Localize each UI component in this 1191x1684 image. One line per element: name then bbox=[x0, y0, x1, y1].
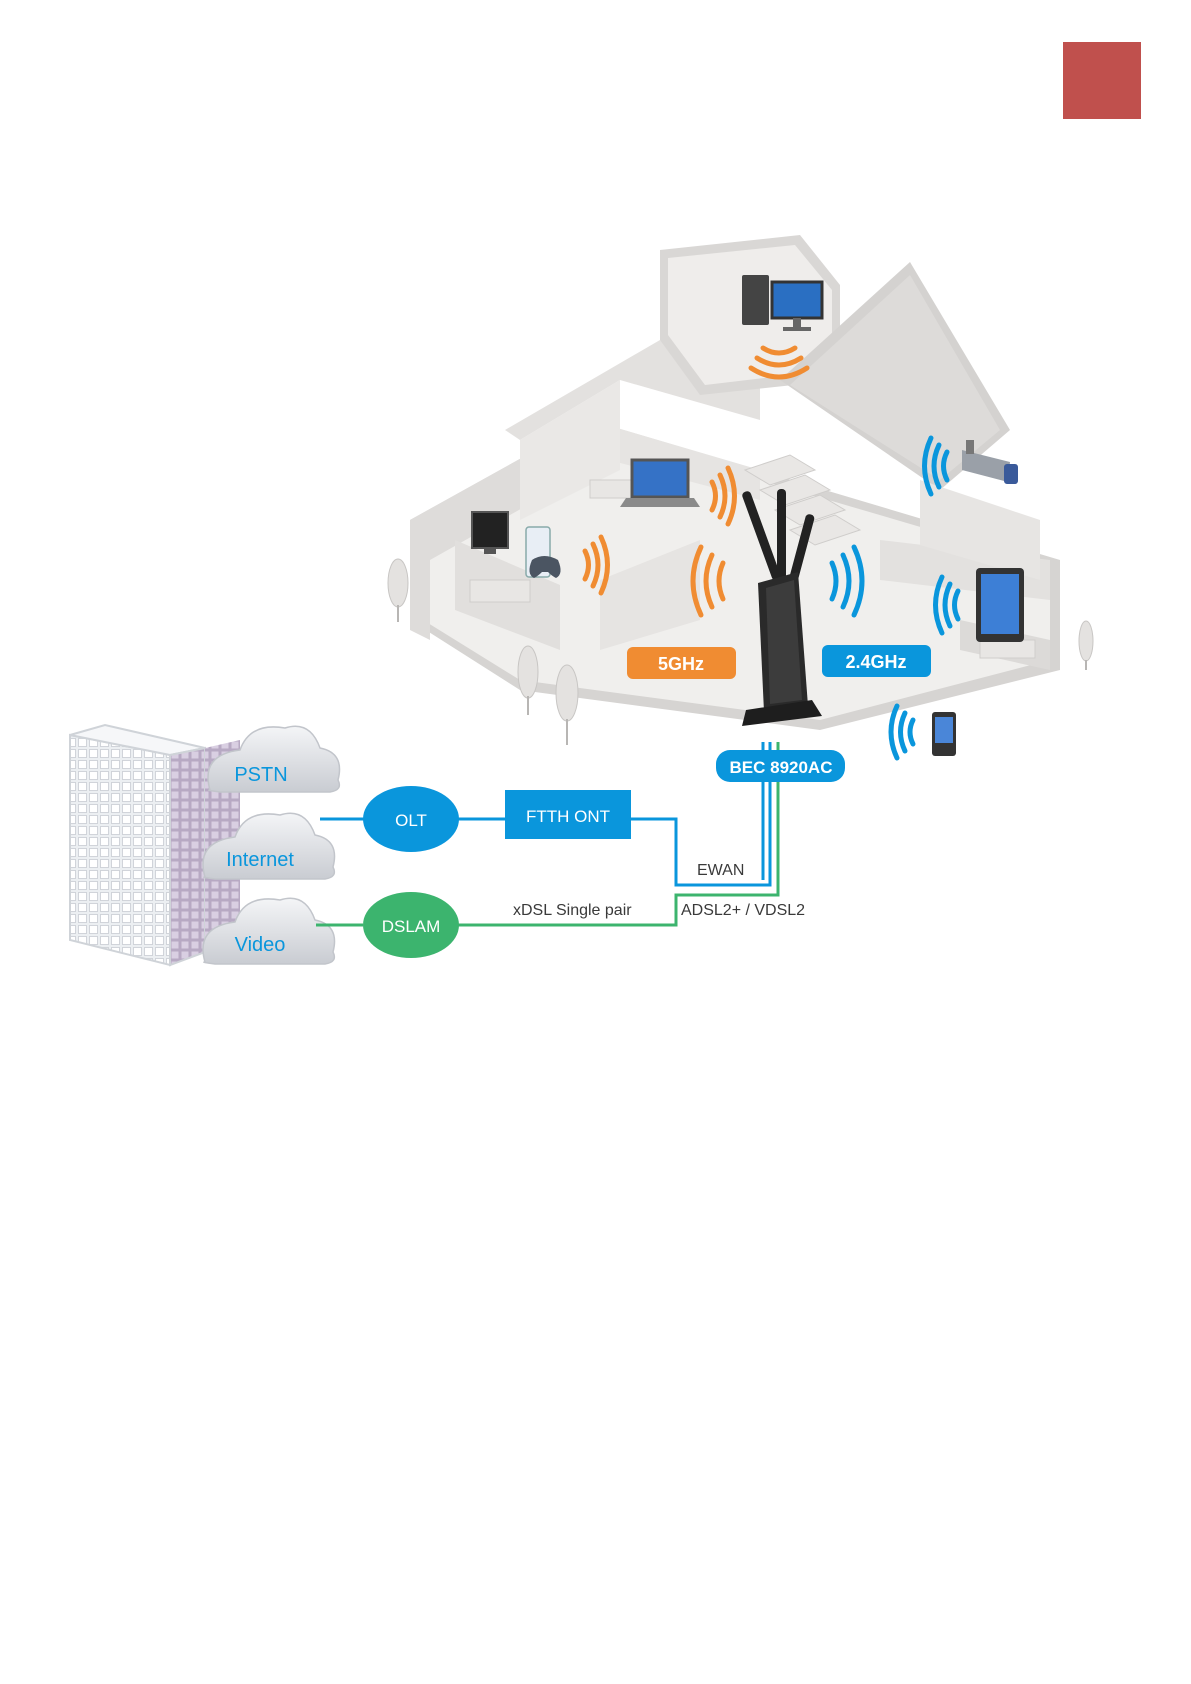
cloud-pstn-label: PSTN bbox=[234, 764, 287, 786]
band-24ghz-badge: 2.4GHz bbox=[822, 645, 931, 677]
band-5ghz-label: 5GHz bbox=[658, 654, 704, 674]
band-5ghz-badge: 5GHz bbox=[627, 647, 736, 679]
ftth-ont-node: FTTH ONT bbox=[505, 790, 631, 839]
cloud-internet-label: Internet bbox=[226, 849, 294, 871]
ftth-ont-label: FTTH ONT bbox=[526, 807, 610, 826]
band-24ghz-label: 2.4GHz bbox=[845, 652, 906, 672]
phone-icon bbox=[932, 712, 956, 756]
xdsl-label: xDSL Single pair bbox=[513, 902, 632, 919]
router-model-badge: BEC 8920AC bbox=[716, 750, 845, 782]
olt-node: OLT bbox=[363, 786, 459, 852]
olt-label: OLT bbox=[395, 811, 427, 830]
router-model-label: BEC 8920AC bbox=[730, 758, 833, 777]
dslam-label: DSLAM bbox=[382, 917, 441, 936]
cloud-pstn: PSTN bbox=[208, 726, 340, 792]
adsl-vdsl-label: ADSL2+ / VDSL2 bbox=[681, 902, 805, 919]
ewan-label: EWAN bbox=[697, 862, 744, 879]
cloud-video-label: Video bbox=[235, 934, 286, 956]
tablet-icon bbox=[976, 568, 1024, 642]
house-illustration bbox=[388, 235, 1093, 745]
laptop-icon bbox=[620, 460, 700, 507]
corner-tab bbox=[1063, 42, 1141, 119]
tv-icon bbox=[472, 512, 508, 554]
dslam-node: DSLAM bbox=[363, 892, 459, 958]
